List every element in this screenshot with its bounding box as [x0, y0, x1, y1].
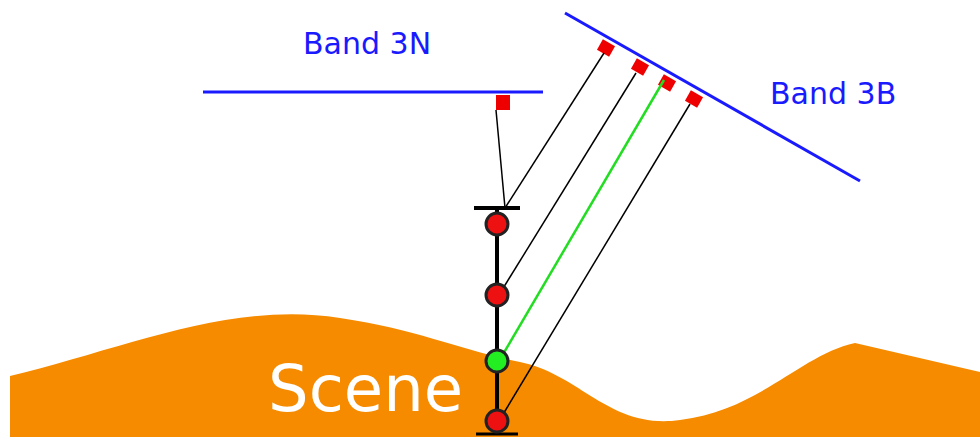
candidate-points [486, 213, 508, 432]
detector-pixel [496, 95, 510, 110]
backward-ray [505, 53, 604, 208]
band-label: Band 3B [770, 76, 896, 111]
backward-ray [502, 73, 636, 290]
scene-label: Scene [268, 352, 463, 426]
detector-pixels [597, 39, 703, 107]
band-label: Band 3N [303, 26, 431, 61]
search-cap [474, 206, 520, 210]
nadir-ray [496, 110, 505, 208]
band-3n-line [203, 91, 543, 94]
height-search-line [495, 208, 499, 433]
matched-ray [502, 80, 664, 356]
backward-ray [502, 104, 690, 416]
